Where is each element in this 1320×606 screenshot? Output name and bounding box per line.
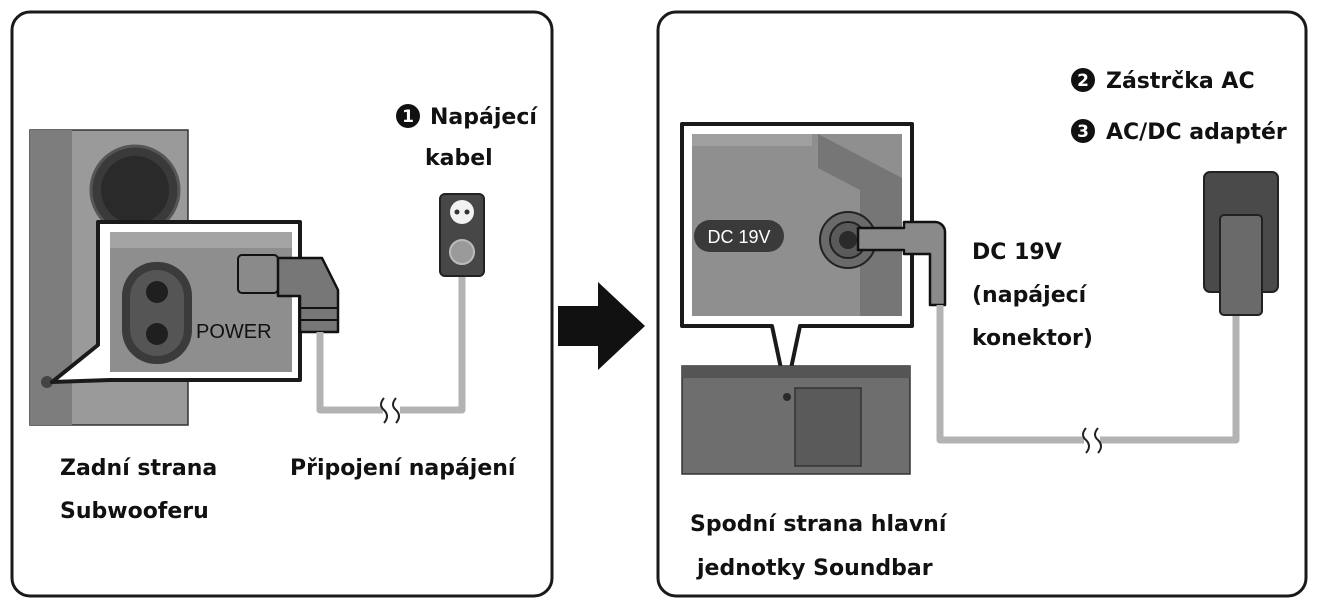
callout-2-number: 2 xyxy=(1077,71,1089,91)
dc-cable xyxy=(936,300,1240,444)
power-outlet-icon xyxy=(439,193,485,277)
power-port-label: POWER xyxy=(196,321,272,343)
connection-caption: Připojení napájení xyxy=(290,456,517,481)
callout-1-line-1: Napájecí xyxy=(430,105,538,130)
connector-caption-line-3: konektor) xyxy=(972,326,1093,351)
power-cable xyxy=(316,262,466,414)
callout-2: 2 Zástrčka AC xyxy=(1071,68,1255,94)
callout-1-line-2: kabel xyxy=(425,146,493,171)
soundbar-dc-port-small xyxy=(783,393,791,401)
soundbar-bottom xyxy=(681,365,911,475)
soundbar-caption-line-1: Spodní strana hlavní xyxy=(690,512,948,537)
callout-3: 3 AC/DC adaptér xyxy=(1071,119,1287,145)
callout-2-text: Zástrčka AC xyxy=(1106,69,1255,94)
right-panel: DC 19V 2 Zást xyxy=(656,10,1308,598)
callout-1-badge xyxy=(396,104,420,128)
dc-port-zoom: DC 19V xyxy=(680,122,947,394)
callout-3-number: 3 xyxy=(1077,122,1089,142)
dc-plug xyxy=(856,220,947,307)
ac-dc-adapter-icon xyxy=(1203,171,1279,316)
callout-3-text: AC/DC adaptér xyxy=(1106,120,1287,145)
arrow-right-icon xyxy=(558,282,645,370)
power-port-zoom: POWER xyxy=(50,220,340,384)
subwoofer-caption-line-2: Subwooferu xyxy=(60,499,209,524)
figure8-socket xyxy=(122,262,192,364)
callout-1-number: 1 xyxy=(402,107,414,127)
subwoofer-power-port-small xyxy=(41,376,53,388)
cable-break-icon xyxy=(380,397,400,424)
subwoofer-caption-line-1: Zadní strana xyxy=(60,456,217,481)
dc-badge xyxy=(694,220,784,252)
power-plug xyxy=(237,254,340,334)
soundbar-caption-line-2: jednotky Soundbar xyxy=(696,556,933,581)
left-panel: POWER 1 Napájecí kabel xyxy=(10,10,554,598)
dc-badge-label: DC 19V xyxy=(707,227,770,247)
connector-caption-line-2: (napájecí xyxy=(972,283,1088,308)
callout-3-badge xyxy=(1071,119,1095,143)
callout-2-badge xyxy=(1071,68,1095,92)
connector-caption-line-1: DC 19V xyxy=(972,240,1062,265)
cable-break-icon xyxy=(1082,427,1102,454)
callout-1: 1 Napájecí kabel xyxy=(396,104,538,171)
